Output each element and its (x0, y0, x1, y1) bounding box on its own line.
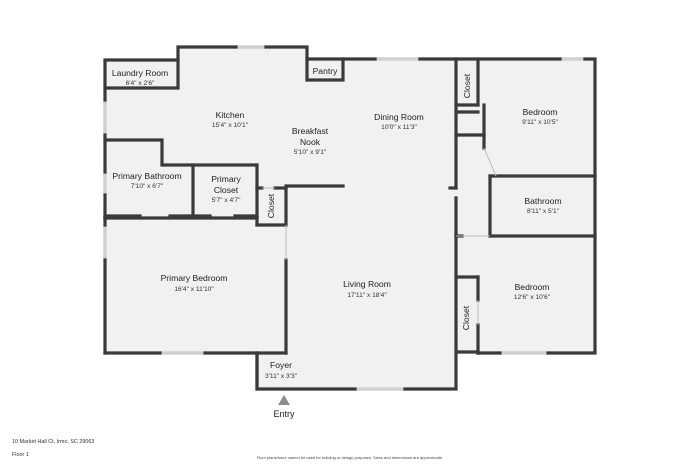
bedroom-bottom-name: Bedroom (515, 282, 550, 292)
disclaimer-text: Floor plans/tours cannot be used for bui… (256, 455, 444, 460)
closet-mid-name: Closet (266, 193, 276, 218)
floor-text: Floor 1 (12, 452, 29, 458)
address-text: 10 Market Hall Ct, Irmo, SC 29063 (12, 439, 95, 445)
floor-area (105, 47, 595, 389)
primary-bathroom-name: Primary Bathroom (112, 171, 181, 181)
entry-label: Entry (273, 409, 295, 419)
dining-room-dim: 10'0" x 11'3" (381, 124, 417, 131)
closet-bottom-name: Closet (461, 305, 471, 330)
living-room-dim: 17'11" x 18'4" (347, 292, 387, 299)
breakfast-nook-dim: 5'10" x 9'1" (294, 149, 327, 156)
primary-closet-name-2: Closet (214, 185, 239, 195)
foyer-name: Foyer (270, 360, 292, 370)
primary-closet-dim: 5'7" x 4'7" (212, 197, 241, 204)
pantry-name: Pantry (313, 66, 339, 76)
kitchen-name: Kitchen (216, 110, 245, 120)
bedroom-bottom-dim: 12'6" x 10'6" (514, 294, 551, 301)
laundry-room-name: Laundry Room (112, 68, 168, 78)
windows (103, 45, 585, 391)
breakfast-nook-name-1: Breakfast (292, 126, 329, 136)
laundry-room-dim: 6'4" x 2'6" (126, 80, 155, 87)
breakfast-nook-name-2: Nook (300, 137, 321, 147)
foyer-dim: 3'11" x 3'3" (265, 373, 298, 380)
primary-bathroom-dim: 7'10" x 6'7" (131, 183, 164, 190)
kitchen-dim: 15'4" x 10'1" (212, 122, 249, 129)
bathroom-name: Bathroom (524, 196, 561, 206)
primary-bedroom-dim: 16'4" x 11'10" (174, 286, 214, 293)
walls (103, 45, 597, 391)
dining-room-name: Dining Room (374, 112, 424, 122)
room-labels: Laundry Room 6'4" x 2'6" Pantry Kitchen … (112, 66, 562, 380)
bathroom-dim: 8'11" x 5'1" (527, 208, 560, 215)
primary-bedroom-name: Primary Bedroom (161, 273, 228, 283)
primary-closet-name-1: Primary (211, 174, 241, 184)
bedroom-top-dim: 9'11" x 10'5" (522, 119, 558, 126)
living-room-name: Living Room (343, 279, 391, 289)
bedroom-top-name: Bedroom (523, 107, 558, 117)
entry-arrow-icon (278, 395, 290, 405)
closet-top-name: Closet (462, 73, 472, 98)
door-lines (262, 147, 497, 325)
